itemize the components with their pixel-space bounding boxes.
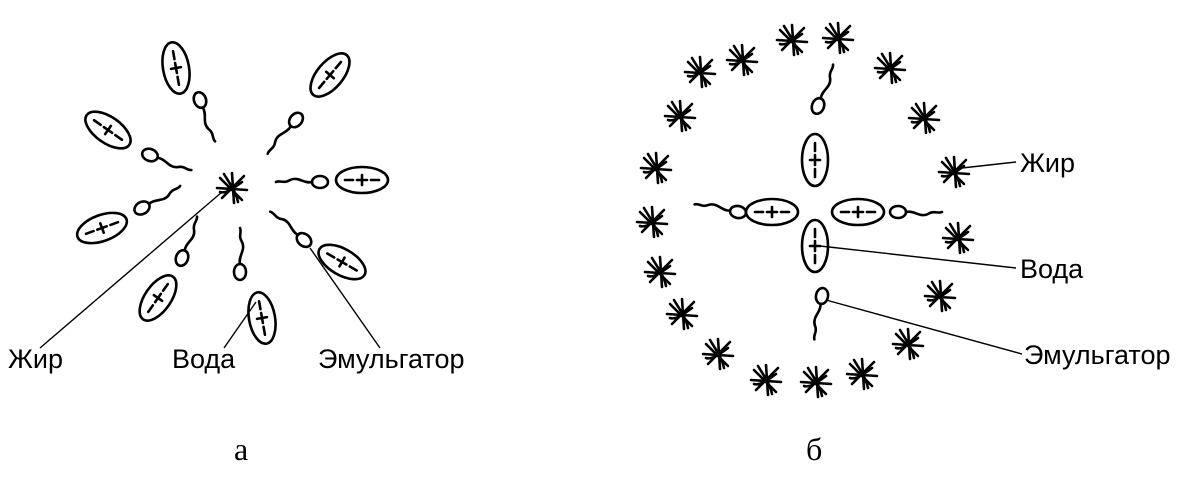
water-droplet bbox=[73, 207, 131, 249]
water-droplet bbox=[159, 40, 194, 96]
fat-icon bbox=[823, 23, 853, 53]
fat-icon bbox=[727, 45, 757, 75]
diagram-b: Жир Вода Эмульгатор б bbox=[637, 23, 1170, 467]
emulsifier-molecule bbox=[810, 63, 839, 116]
water-droplet bbox=[832, 199, 884, 225]
fat-ring bbox=[637, 23, 973, 397]
emulsifier-molecule bbox=[174, 215, 203, 268]
water-droplet bbox=[79, 104, 137, 155]
fat-icon bbox=[943, 223, 973, 253]
label-water-a: Вода bbox=[172, 344, 236, 374]
emulsifier-molecule bbox=[234, 228, 246, 280]
fat-icon bbox=[909, 103, 939, 133]
emulsifier-molecule bbox=[263, 110, 306, 158]
fat-icon bbox=[801, 367, 831, 397]
water-droplet bbox=[746, 199, 798, 225]
fat-center-icon bbox=[217, 173, 247, 203]
caption-a: а bbox=[234, 431, 248, 467]
fat-icon bbox=[925, 281, 955, 311]
water-droplet bbox=[245, 290, 280, 346]
fat-icon bbox=[847, 359, 877, 389]
diagram-a: Жир Вода Эмульгатор а bbox=[8, 40, 464, 467]
fat-icon bbox=[939, 157, 969, 187]
fat-icon bbox=[637, 207, 667, 237]
emulsifier-molecule bbox=[132, 181, 183, 217]
water-droplet bbox=[303, 47, 356, 104]
water-droplet bbox=[336, 167, 388, 193]
fat-icon bbox=[667, 299, 697, 329]
emulsifier-molecule bbox=[192, 90, 221, 143]
fat-icon bbox=[641, 153, 671, 183]
emulsifier-molecule bbox=[808, 287, 829, 340]
emulsifier-molecule bbox=[694, 198, 747, 219]
fat-icon bbox=[645, 257, 675, 287]
label-water-b: Вода bbox=[1020, 254, 1084, 284]
label-fat-a: Жир bbox=[8, 344, 63, 374]
fat-icon bbox=[703, 339, 733, 369]
fat-icon bbox=[751, 365, 781, 395]
water-droplet bbox=[313, 238, 371, 287]
emulsifier-molecule bbox=[140, 147, 193, 176]
fat-icon bbox=[777, 25, 807, 55]
label-emulsifier-a: Эмульгатор bbox=[318, 344, 464, 374]
water-droplet bbox=[132, 269, 183, 327]
label-fat-b: Жир bbox=[1020, 148, 1075, 178]
fat-icon bbox=[685, 57, 715, 87]
fat-icon bbox=[893, 329, 923, 359]
label-emulsifier-b: Эмульгатор bbox=[1024, 340, 1170, 370]
emulsifier-molecule bbox=[266, 207, 314, 250]
fat-icon bbox=[665, 101, 695, 131]
emulsifier-molecule bbox=[276, 176, 328, 188]
fat-icon bbox=[875, 53, 905, 83]
emulsifier-molecule bbox=[890, 206, 942, 218]
water-droplet bbox=[802, 134, 828, 186]
caption-b: б bbox=[806, 431, 822, 467]
